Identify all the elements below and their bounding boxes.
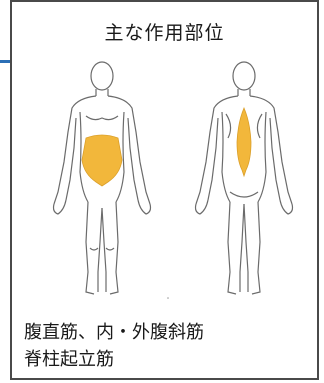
muscles-line-2: 脊柱起立筋: [24, 349, 114, 370]
back-erector-highlight: [236, 106, 252, 178]
human-body-front-icon: [52, 61, 152, 295]
body-diagram: [52, 61, 294, 299]
muscles-line-1: 腹直筋、内・外腹斜筋: [24, 322, 204, 343]
front-abdominal-highlight: [81, 134, 123, 187]
muscle-card: 主な作用部位: [10, 0, 319, 380]
card-title: 主な作用部位: [104, 22, 225, 44]
human-body-back-icon: [194, 61, 294, 295]
accent-line: [0, 60, 12, 63]
